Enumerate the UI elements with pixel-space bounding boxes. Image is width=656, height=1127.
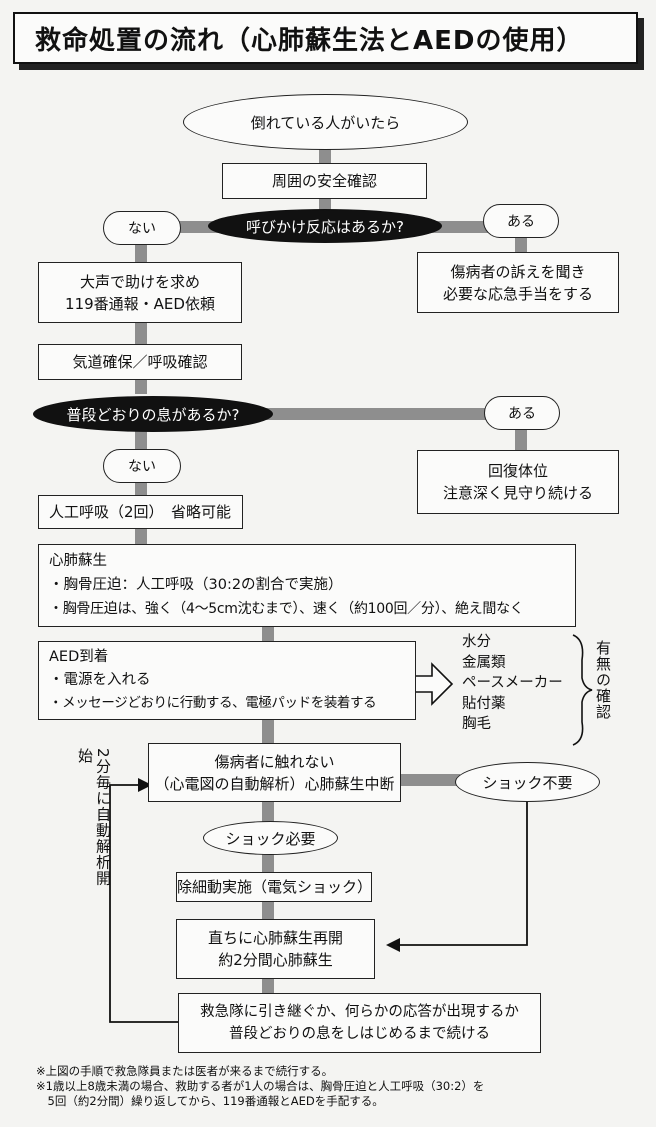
connector — [319, 148, 331, 164]
no-breathing-label-pill: ない — [103, 449, 181, 483]
cpr-line1: ・胸骨圧迫：人工呼吸（30:2の割合で実施） — [49, 577, 343, 593]
page-title: 救命処置の流れ（心肺蘇生法とAEDの使用） — [13, 12, 638, 64]
call-help-line2: 119番通報・AED依頼 — [65, 294, 215, 313]
first-aid-line1: 傷病者の訴えを聞き — [450, 262, 586, 281]
cpr-title: 心肺蘇生 — [49, 553, 107, 569]
connector — [515, 236, 527, 254]
aed-title: AED到着 — [49, 649, 109, 665]
recovery-box: 回復体位 注意深く見守り続ける — [417, 450, 619, 514]
analysis-line2: （心電図の自動解析）心肺蘇生中断 — [154, 774, 395, 793]
connector — [262, 626, 274, 642]
connector — [262, 720, 274, 744]
connector — [262, 900, 274, 920]
cpr-line2: ・胸骨圧迫は、強く（4～5cm沈むまで）、速く（約100回／分）、絶え間なく — [49, 601, 524, 617]
resume-line1: 直ちに心肺蘇生再開 — [207, 929, 343, 947]
connector — [262, 852, 274, 874]
response-question-label: 呼びかけ反応はあるか? — [246, 217, 404, 236]
start-label: 倒れている人がいたら — [250, 113, 401, 132]
yes-breathing-label-pill: ある — [484, 396, 560, 430]
recovery-line2: 注意深く見守り続ける — [442, 484, 593, 502]
yes-label: ある — [507, 214, 535, 230]
analysis-box: 傷病者に触れない （心電図の自動解析）心肺蘇生中断 — [148, 743, 401, 802]
recovery-line1: 回復体位 — [487, 462, 548, 480]
check-item: ペースメーカー — [462, 675, 563, 691]
yes-label: ある — [508, 406, 536, 422]
connector — [135, 528, 147, 544]
continue-box: 救急隊に引き継ぐか、何らかの応答が出現するか 普段どおりの息をしはじめるまで続け… — [178, 993, 541, 1053]
footnote: ※上図の手順で救急隊員または医者が来るまで続行する。 — [36, 1064, 334, 1078]
start-node: 倒れている人がいたら — [183, 94, 468, 150]
breathing-question: 普段どおりの息があるか? — [33, 396, 273, 432]
defibrillation-label: 除細動実施（電気ショック） — [177, 878, 373, 896]
connector — [135, 378, 147, 394]
no-label: ない — [128, 221, 156, 237]
rescue-breath-box: 人工呼吸（2回） 省略可能 — [38, 495, 243, 529]
auto-analysis-label: 2分毎に自動解析開始 — [76, 748, 112, 887]
yes-response-label-pill: ある — [483, 204, 559, 238]
breathing-question-label: 普段どおりの息があるか? — [66, 405, 240, 424]
shock-unneeded-label: ショック不要 — [482, 773, 573, 792]
resume-line2: 約2分間心肺蘇生 — [218, 951, 333, 969]
call-help-box: 大声で助けを求め 119番通報・AED依頼 — [38, 262, 242, 323]
check-item: 貼付薬 — [462, 695, 506, 712]
response-question: 呼びかけ反応はあるか? — [208, 209, 442, 243]
connector — [135, 482, 147, 496]
footnote: ※1歳以上8歳未満の場合、救助する者が1人の場合は、胸骨圧迫と人工呼吸（30:2… — [36, 1079, 485, 1093]
check-item: 水分 — [462, 634, 491, 650]
footnote: 5回（約2分間）繰り返してから、119番通報とAEDを手配する。 — [36, 1094, 384, 1108]
no-response-label-pill: ない — [103, 211, 181, 245]
call-help-line1: 大声で助けを求め — [79, 272, 200, 291]
check-label: 有無の確認 — [594, 640, 612, 720]
aed-line2: ・メッセージどおりに行動する、電極パッドを装着する — [49, 695, 377, 711]
connector — [135, 241, 147, 263]
connector — [400, 774, 460, 786]
check-item: 金属類 — [462, 654, 506, 671]
first-aid-box: 傷病者の訴えを聞き 必要な応急手当をする — [417, 252, 619, 313]
check-item: 胸毛 — [462, 716, 491, 732]
connector — [262, 978, 274, 994]
no-label: ない — [128, 459, 156, 475]
rescue-breath-label: 人工呼吸（2回） 省略可能 — [49, 503, 232, 521]
connector — [135, 430, 147, 450]
aed-box: AED到着 ・電源を入れる ・メッセージどおりに行動する、電極パッドを装着する — [38, 641, 416, 720]
check-items-list: 水分 金属類 ペースメーカー 貼付薬 胸毛 — [462, 632, 577, 735]
shock-needed-node: ショック必要 — [203, 821, 338, 855]
footnotes: ※上図の手順で救急隊員または医者が来るまで続行する。 ※1歳以上8歳未満の場合、… — [36, 1064, 636, 1109]
connector — [135, 322, 147, 344]
aed-line1: ・電源を入れる — [49, 672, 151, 688]
safety-check-label: 周囲の安全確認 — [271, 172, 377, 190]
defibrillation-box: 除細動実施（電気ショック） — [176, 872, 372, 902]
resume-cpr-box: 直ちに心肺蘇生再開 約2分間心肺蘇生 — [176, 919, 375, 979]
airway-check-label: 気道確保／呼吸確認 — [72, 353, 208, 371]
shock-needed-label: ショック必要 — [225, 829, 316, 848]
connector — [262, 802, 274, 824]
continue-line2: 普段どおりの息をしはじめるまで続ける — [229, 1026, 490, 1042]
airway-check-box: 気道確保／呼吸確認 — [38, 344, 242, 380]
analysis-line1: 傷病者に触れない — [214, 752, 335, 771]
continue-line1: 救急隊に引き継ぐか、何らかの応答が出現するか — [200, 1004, 519, 1020]
cpr-box: 心肺蘇生 ・胸骨圧迫：人工呼吸（30:2の割合で実施） ・胸骨圧迫は、強く（4～… — [38, 544, 576, 627]
first-aid-line2: 必要な応急手当をする — [442, 284, 593, 303]
safety-check-box: 周囲の安全確認 — [222, 163, 427, 199]
shock-unneeded-node: ショック不要 — [455, 762, 600, 802]
